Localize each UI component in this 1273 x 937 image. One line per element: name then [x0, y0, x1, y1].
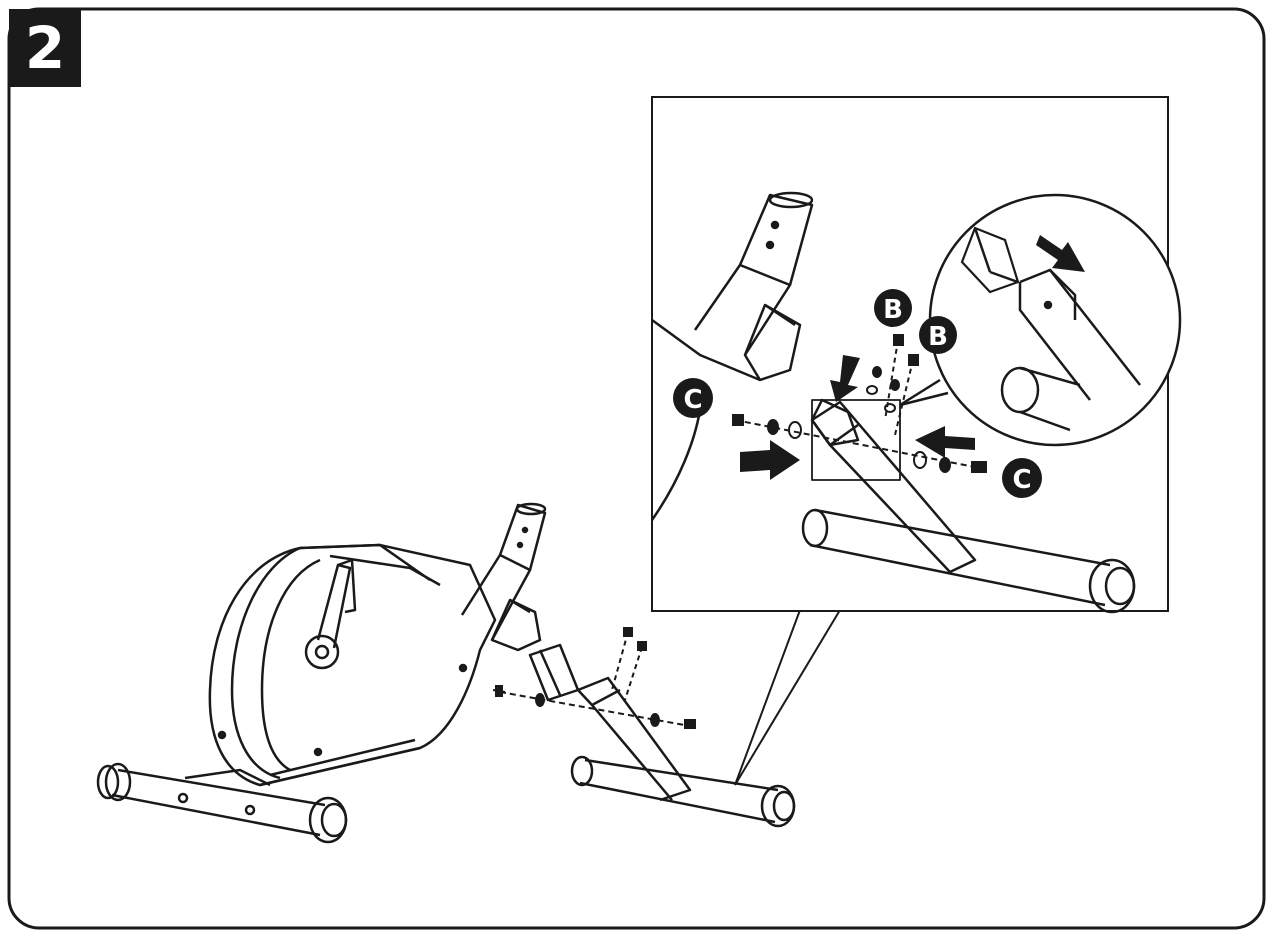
front-stabilizer [96, 762, 348, 844]
arrow-down-icon [830, 355, 860, 402]
callout-bolt-b-2: B [919, 316, 957, 354]
zoom-leader [734, 609, 841, 786]
page-border [7, 7, 1266, 930]
svg-text:B: B [928, 322, 948, 352]
arrow-diagonal-icon [1036, 235, 1085, 272]
svg-text:B: B [883, 295, 903, 325]
hardware-main [492, 627, 696, 729]
svg-text:C: C [683, 385, 702, 415]
arrow-right-icon [740, 440, 800, 480]
direction-arrows [740, 355, 975, 480]
bike-body [208, 543, 497, 787]
step-number-badge: 2 [9, 9, 81, 87]
seat-post [460, 502, 547, 652]
callout-bolt-b-1: B [874, 289, 912, 327]
rear-stabilizer [528, 643, 796, 828]
arrow-left-icon [915, 426, 975, 458]
callout-bolt-c-right: C [1002, 458, 1042, 498]
callout-bolt-c-left: C [673, 378, 713, 418]
detail-inset: B B C C [650, 96, 1182, 614]
svg-text:C: C [1012, 465, 1031, 495]
